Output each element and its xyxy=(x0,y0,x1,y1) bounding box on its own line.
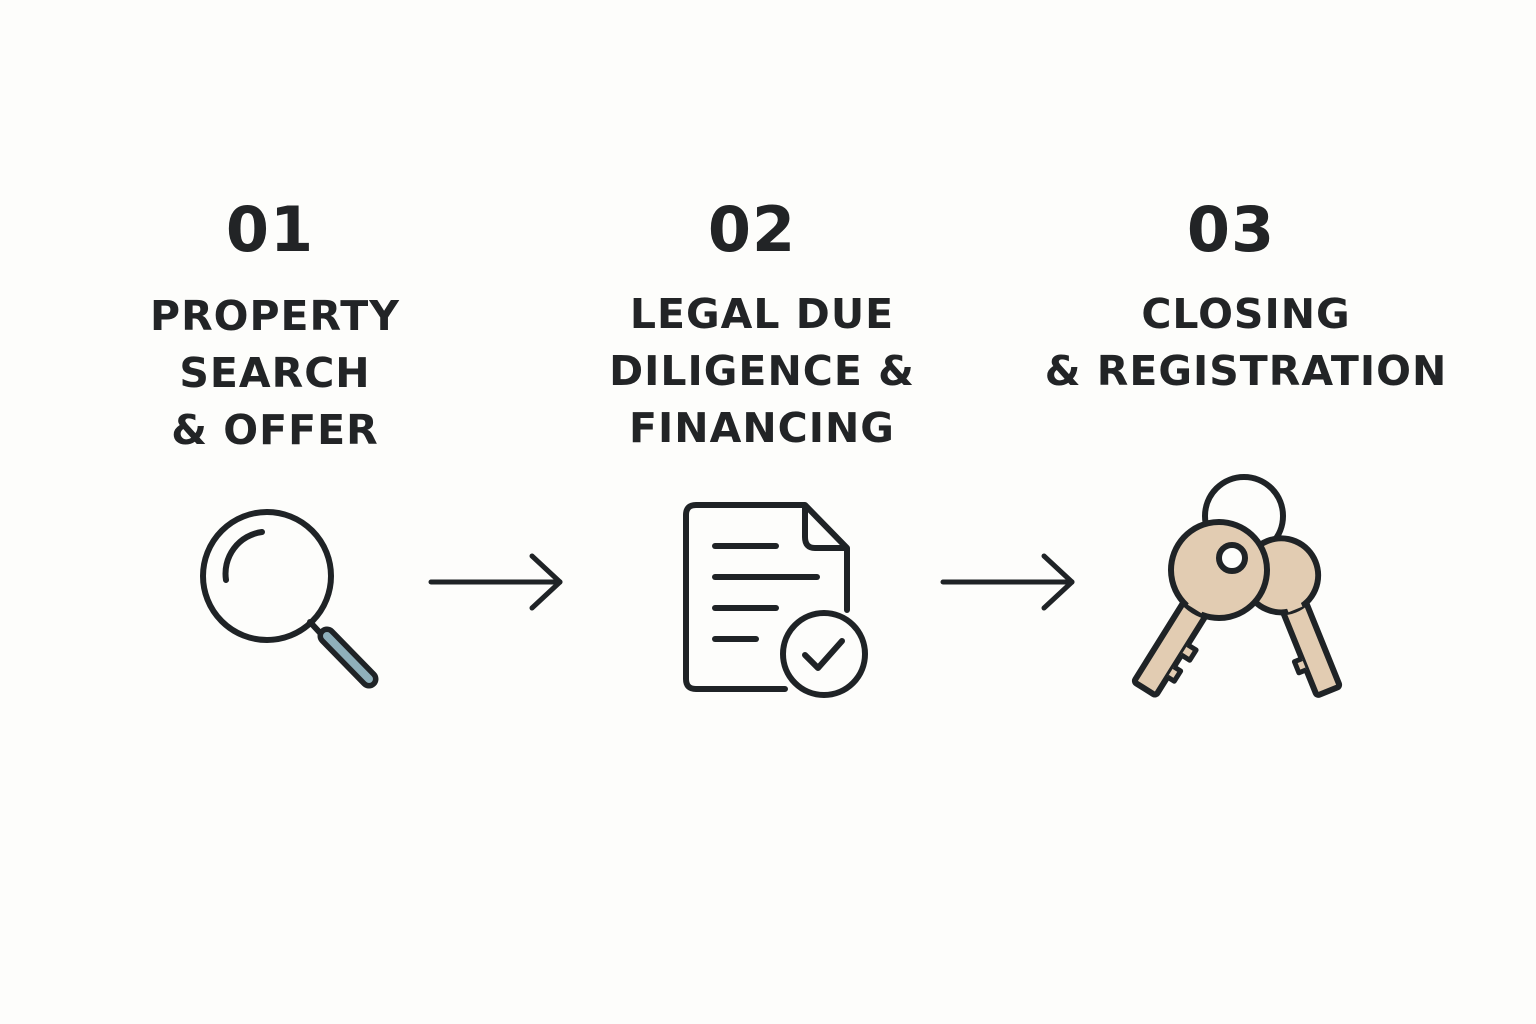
step-title-line: CLOSING xyxy=(1141,290,1351,338)
step-title-line: LEGAL DUE xyxy=(629,290,895,338)
arrow-right-icon xyxy=(428,553,563,611)
step-title: PROPERTY SEARCH & OFFER xyxy=(65,288,485,459)
arrow-right-icon xyxy=(940,553,1075,611)
step-number: 01 xyxy=(225,193,315,266)
step-title-line: SEARCH xyxy=(179,349,371,397)
document-check-icon xyxy=(683,502,868,698)
step-title: LEGAL DUE DILIGENCE & FINANCING xyxy=(552,286,972,457)
step-3: 03 CLOSING & REGISTRATION xyxy=(1036,190,1456,400)
step-title-line: PROPERTY xyxy=(150,292,400,340)
keys-icon xyxy=(1131,474,1343,698)
step-number: 03 xyxy=(1186,193,1276,266)
step-title-line: & OFFER xyxy=(171,406,379,454)
step-title: CLOSING & REGISTRATION xyxy=(1036,286,1456,400)
step-1: 01 PROPERTY SEARCH & OFFER xyxy=(65,190,485,459)
step-title-line: FINANCING xyxy=(629,404,895,452)
step-title-line: & REGISTRATION xyxy=(1044,347,1448,395)
step-2: 02 LEGAL DUE DILIGENCE & FINANCING xyxy=(552,190,972,457)
step-number: 02 xyxy=(707,193,797,266)
magnifying-glass-icon xyxy=(200,509,379,689)
step-title-line: DILIGENCE & xyxy=(609,347,915,395)
